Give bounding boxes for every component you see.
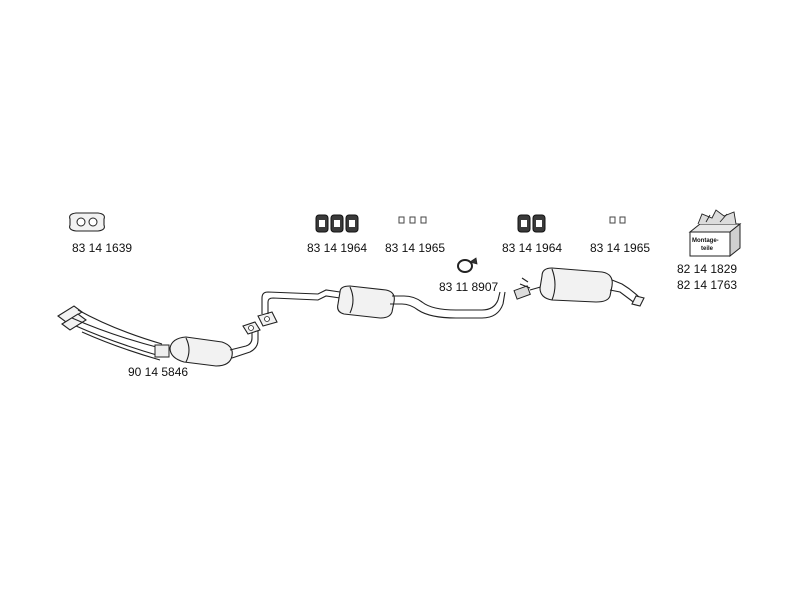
front-pipe (71, 309, 170, 361)
intermediate-pipe (229, 330, 259, 359)
kit-box-label-line2: teile (701, 246, 714, 252)
kit-box-label-line1: Montage- (692, 238, 719, 244)
rear-connector (513, 277, 531, 300)
part-number-front-pipe: 90 14 5846 (128, 365, 188, 379)
part-number-rubber-mounts-a: 83 14 1964 (307, 241, 367, 255)
part-number-rubber-mounts-b: 83 14 1964 (502, 241, 562, 255)
pipe-flange-icon (242, 311, 278, 335)
part-number-clamp: 83 11 8907 (439, 280, 498, 294)
mounting-kit-box-icon: Montage- teile (688, 209, 742, 258)
rear-pipe (390, 291, 506, 319)
part-number-gasket: 83 14 1639 (72, 241, 132, 255)
rubber-mount-icon (517, 214, 546, 233)
part-number-small-hangers-b: 83 14 1965 (590, 241, 650, 255)
middle-pipe (261, 289, 341, 314)
center-muffler (337, 285, 395, 319)
flange-gasket-icon (69, 212, 105, 232)
rear-muffler (529, 267, 645, 307)
part-number-mounting-kit-1: 82 14 1829 (677, 262, 737, 276)
clamp-icon (457, 257, 478, 273)
part-number-mounting-kit-2: 82 14 1763 (677, 278, 737, 292)
part-number-small-hangers-a: 83 14 1965 (385, 241, 445, 255)
catalytic-converter (169, 336, 233, 367)
small-hanger-icon (398, 216, 427, 224)
rubber-mount-icon (315, 214, 359, 233)
small-hanger-icon (609, 216, 626, 224)
